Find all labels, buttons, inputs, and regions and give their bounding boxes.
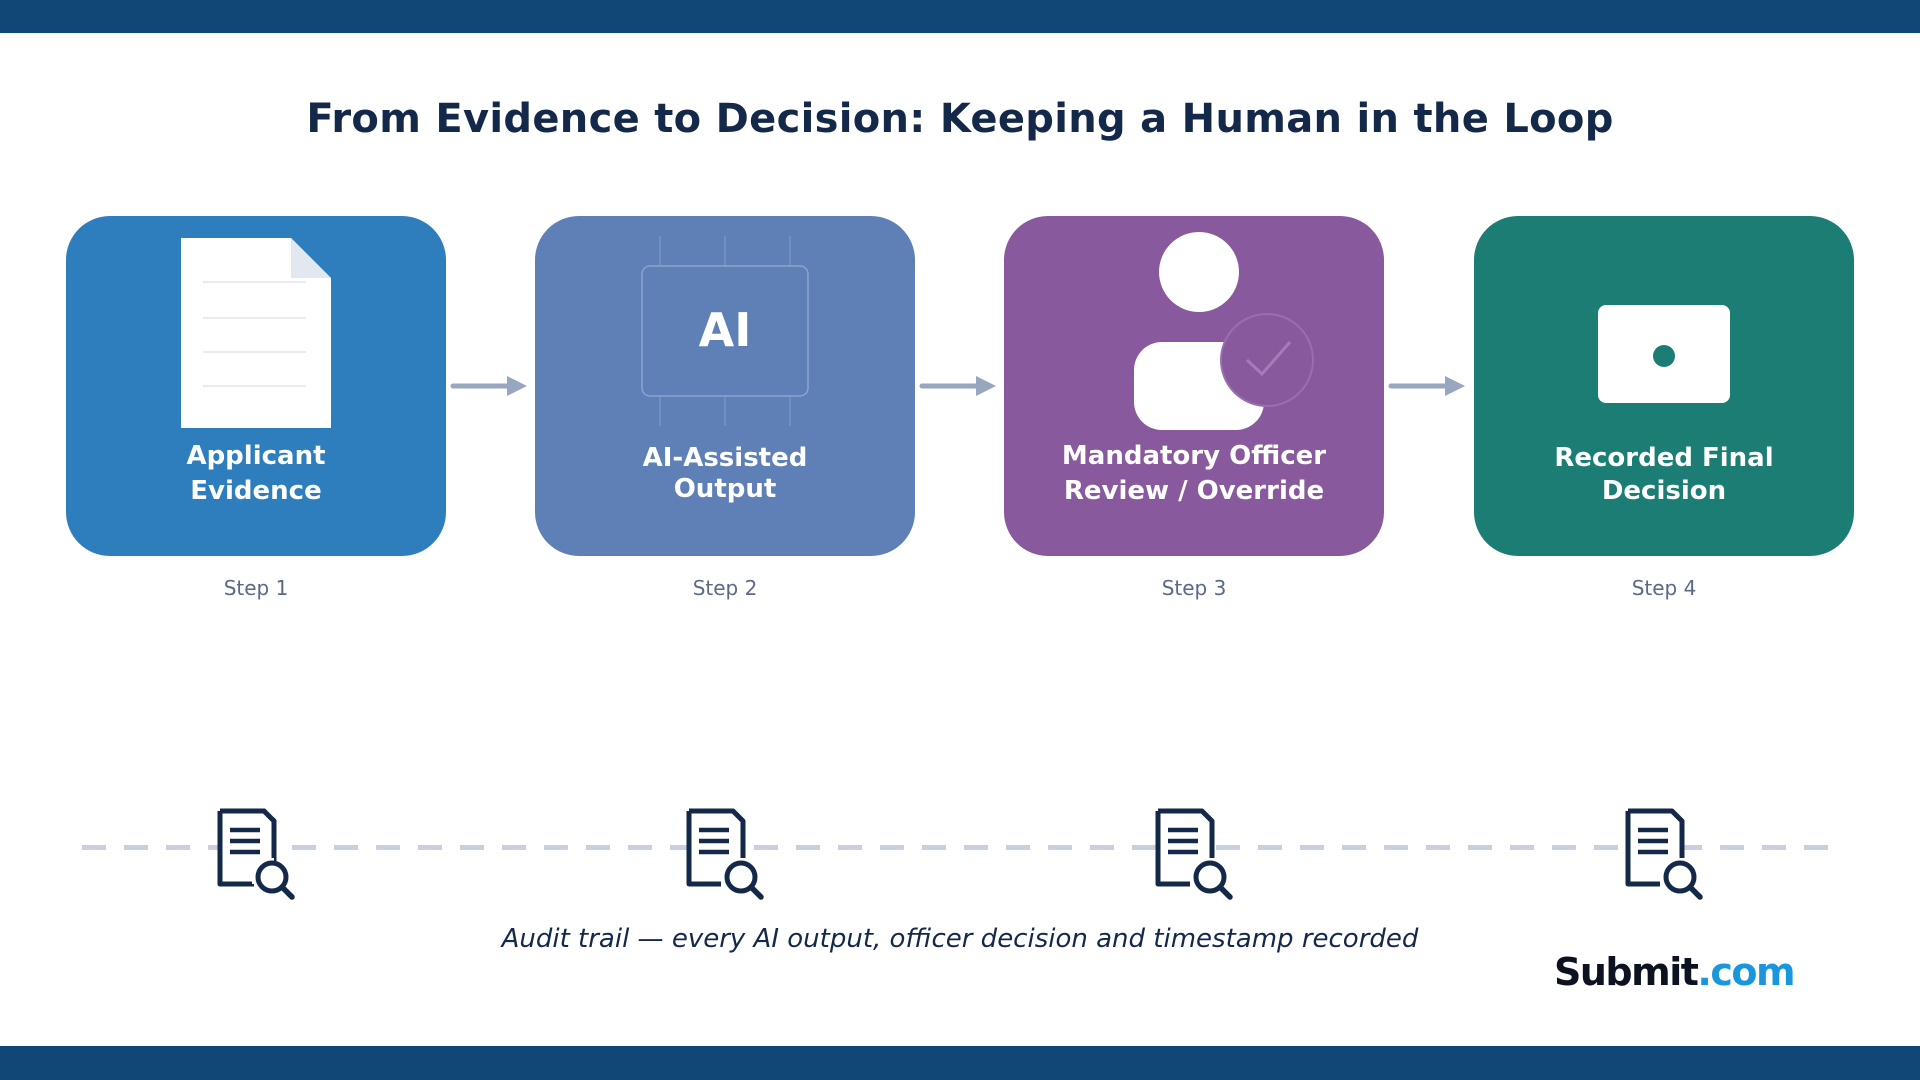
ai-chip-label: AI	[699, 303, 752, 357]
brand-logo: Submit.com	[1554, 950, 1796, 994]
briefcase-icon	[1598, 305, 1730, 403]
document-search-icon	[1155, 808, 1233, 900]
flow-arrow-2-3	[919, 376, 996, 396]
bottom-band	[0, 1046, 1920, 1080]
step-label: Recorded Final Decision	[1554, 443, 1774, 506]
step-label: AI-Assisted Output	[642, 443, 808, 504]
step-card-applicant-evidence: Applicant Evidence	[66, 216, 446, 556]
flow-arrow-1-2	[450, 376, 527, 396]
page-title: From Evidence to Decision: Keeping a Hum…	[306, 96, 1614, 142]
flow-arrow-3-4	[1388, 376, 1465, 396]
step-caption: Step 4	[1631, 576, 1697, 600]
document-search-icon	[1625, 808, 1703, 900]
ai-chip-icon: AI	[641, 236, 809, 426]
step-caption: Step 3	[1161, 576, 1227, 600]
audit-trail-caption: Audit trail — every AI output, officer d…	[501, 924, 1419, 954]
brand-name: Submit	[1554, 950, 1699, 994]
document-search-icon	[217, 808, 295, 900]
step-card-officer-review: Mandatory Officer Review / Override	[1004, 216, 1384, 556]
step-card-final-decision: Recorded Final Decision	[1474, 216, 1854, 556]
step-label: Mandatory Officer Review / Override	[1061, 441, 1327, 506]
step-card-ai-assisted-output: AI AI-Assisted Output	[535, 216, 915, 556]
step-caption: Step 2	[692, 576, 758, 600]
document-search-icon	[686, 808, 764, 900]
brand-suffix: .com	[1697, 950, 1795, 994]
document-icon	[181, 238, 331, 428]
officer-check-icon	[1134, 232, 1314, 430]
top-band	[0, 0, 1920, 33]
step-label: Applicant Evidence	[186, 441, 326, 506]
step-caption: Step 1	[223, 576, 289, 600]
